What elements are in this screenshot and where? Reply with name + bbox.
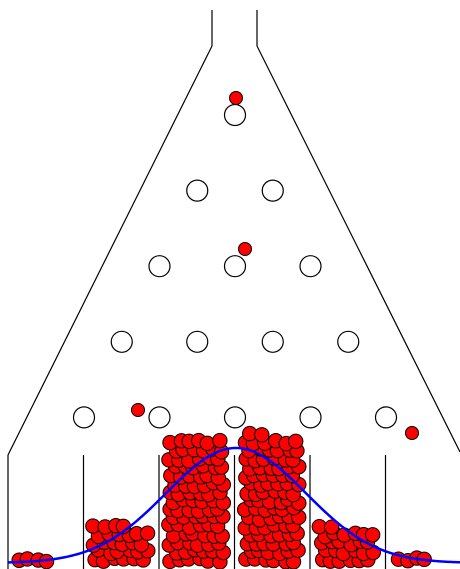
peg-grid: [72, 103, 398, 429]
falling-ball: [405, 426, 419, 440]
ball: [254, 427, 270, 443]
collected-balls: [11, 425, 432, 569]
peg: [374, 406, 398, 429]
peg: [299, 255, 322, 278]
ball: [323, 519, 340, 535]
peg: [72, 406, 96, 429]
peg: [337, 330, 360, 353]
peg: [261, 330, 284, 353]
distribution-curve: [7, 446, 460, 564]
ball: [212, 432, 228, 449]
falling-balls: [131, 91, 419, 440]
peg: [148, 255, 171, 278]
falling-ball: [238, 242, 252, 256]
peg: [148, 406, 171, 429]
peg: [186, 179, 209, 202]
funnel-wall-left: [7, 45, 213, 456]
ball: [287, 433, 304, 450]
ball: [199, 435, 216, 452]
peg: [110, 330, 133, 353]
peg: [299, 406, 322, 429]
falling-ball: [131, 403, 145, 417]
normal-curve-line: [7, 446, 460, 564]
peg: [261, 179, 284, 202]
falling-ball: [229, 91, 243, 105]
funnel-wall-right: [256, 45, 460, 453]
peg: [223, 406, 247, 429]
ball: [364, 527, 381, 543]
ball: [139, 525, 156, 541]
peg: [186, 330, 209, 353]
peg: [223, 255, 247, 278]
peg: [223, 103, 247, 127]
board-frame: [7, 10, 460, 569]
